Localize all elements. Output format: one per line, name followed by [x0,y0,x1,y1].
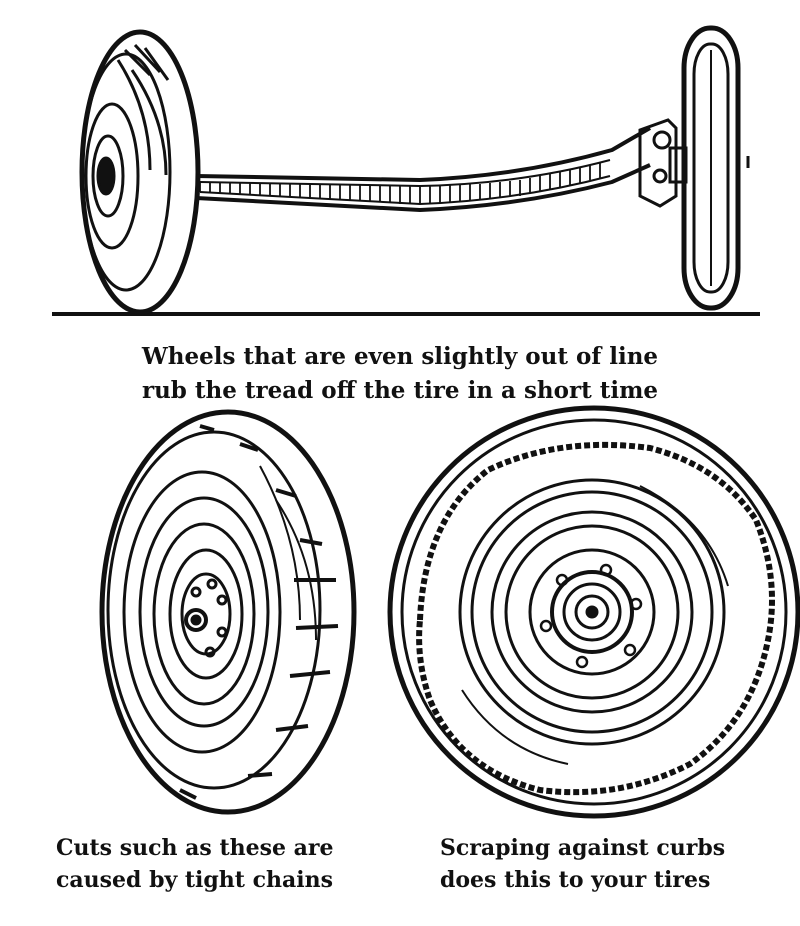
chain-cut-marks [179,424,339,800]
chains-caption: Cuts such as these are caused by tight c… [56,832,333,896]
curb-scraped-tire-illustration [387,405,800,819]
curbs-caption-line-2: does this to your tires [440,867,711,893]
scrape-band [416,441,775,796]
curbs-caption: Scraping against curbs does this to your… [440,832,725,896]
axle-beam [195,118,688,213]
axle-illustration [52,25,760,316]
right-wheel [681,25,750,311]
lug-nuts [539,563,643,669]
curbs-caption-line-1: Scraping against curbs [440,835,726,861]
axle-caption: Wheels that are even slightly out of lin… [0,340,800,408]
chains-caption-line-1: Cuts such as these are [56,835,334,861]
axle-caption-line-2: rub the tread off the tire in a short ti… [141,377,659,404]
chain-cut-tire-illustration [99,409,357,815]
left-wheel [79,29,201,315]
axle-caption-line-1: Wheels that are even slightly out of lin… [141,343,659,370]
chains-caption-line-2: caused by tight chains [56,867,333,893]
